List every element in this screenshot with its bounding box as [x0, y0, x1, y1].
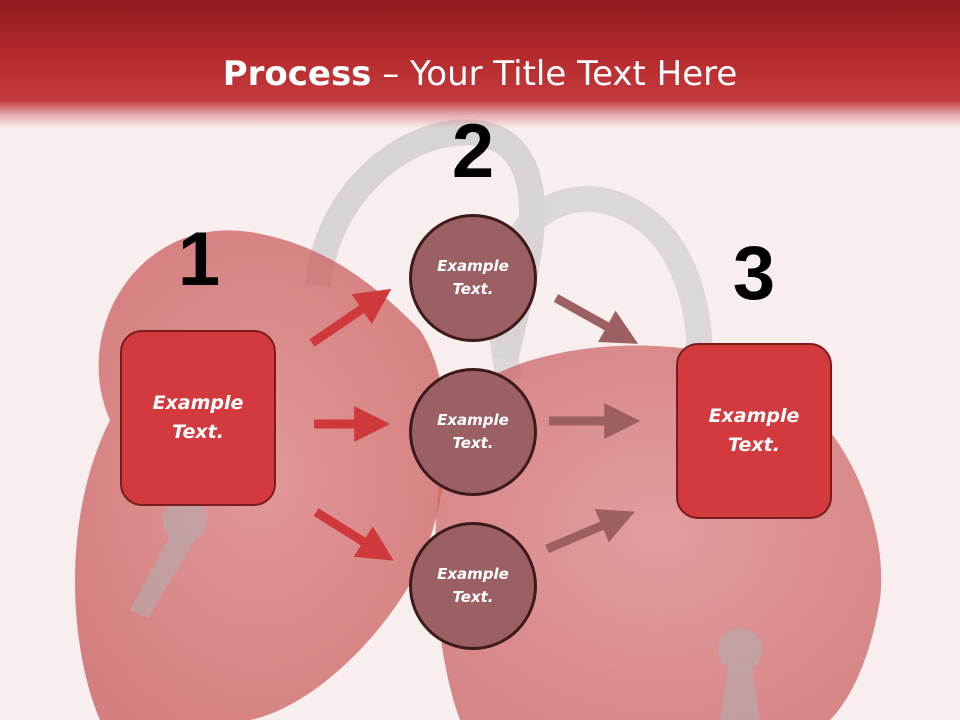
step-number-2: 2 — [451, 109, 495, 194]
arrow-left-down — [313, 508, 394, 561]
arrow-left-up — [309, 288, 392, 347]
left-process-box: Example Text. — [120, 330, 276, 506]
slide-title: Process – Your Title Text Here — [0, 52, 960, 96]
circle-top-text: Example Text. — [437, 257, 509, 298]
circle-bottom: Example Text. — [409, 522, 537, 650]
step-number-1: 1 — [177, 217, 221, 302]
circle-middle: Example Text. — [409, 368, 537, 496]
arrow-right-up — [545, 509, 635, 554]
title-bold: Process — [222, 54, 372, 94]
right-box-text: Example Text. — [708, 405, 800, 456]
title-rest: – Your Title Text Here — [371, 54, 738, 94]
title-bar — [0, 0, 960, 128]
right-process-box: Example Text. — [676, 343, 832, 519]
circle-middle-text: Example Text. — [437, 411, 509, 452]
circle-top: Example Text. — [409, 214, 537, 342]
left-box-text: Example Text. — [152, 392, 244, 443]
arrow-right-down — [553, 294, 639, 344]
step-number-3: 3 — [732, 231, 776, 316]
circle-bottom-text: Example Text. — [437, 565, 509, 606]
